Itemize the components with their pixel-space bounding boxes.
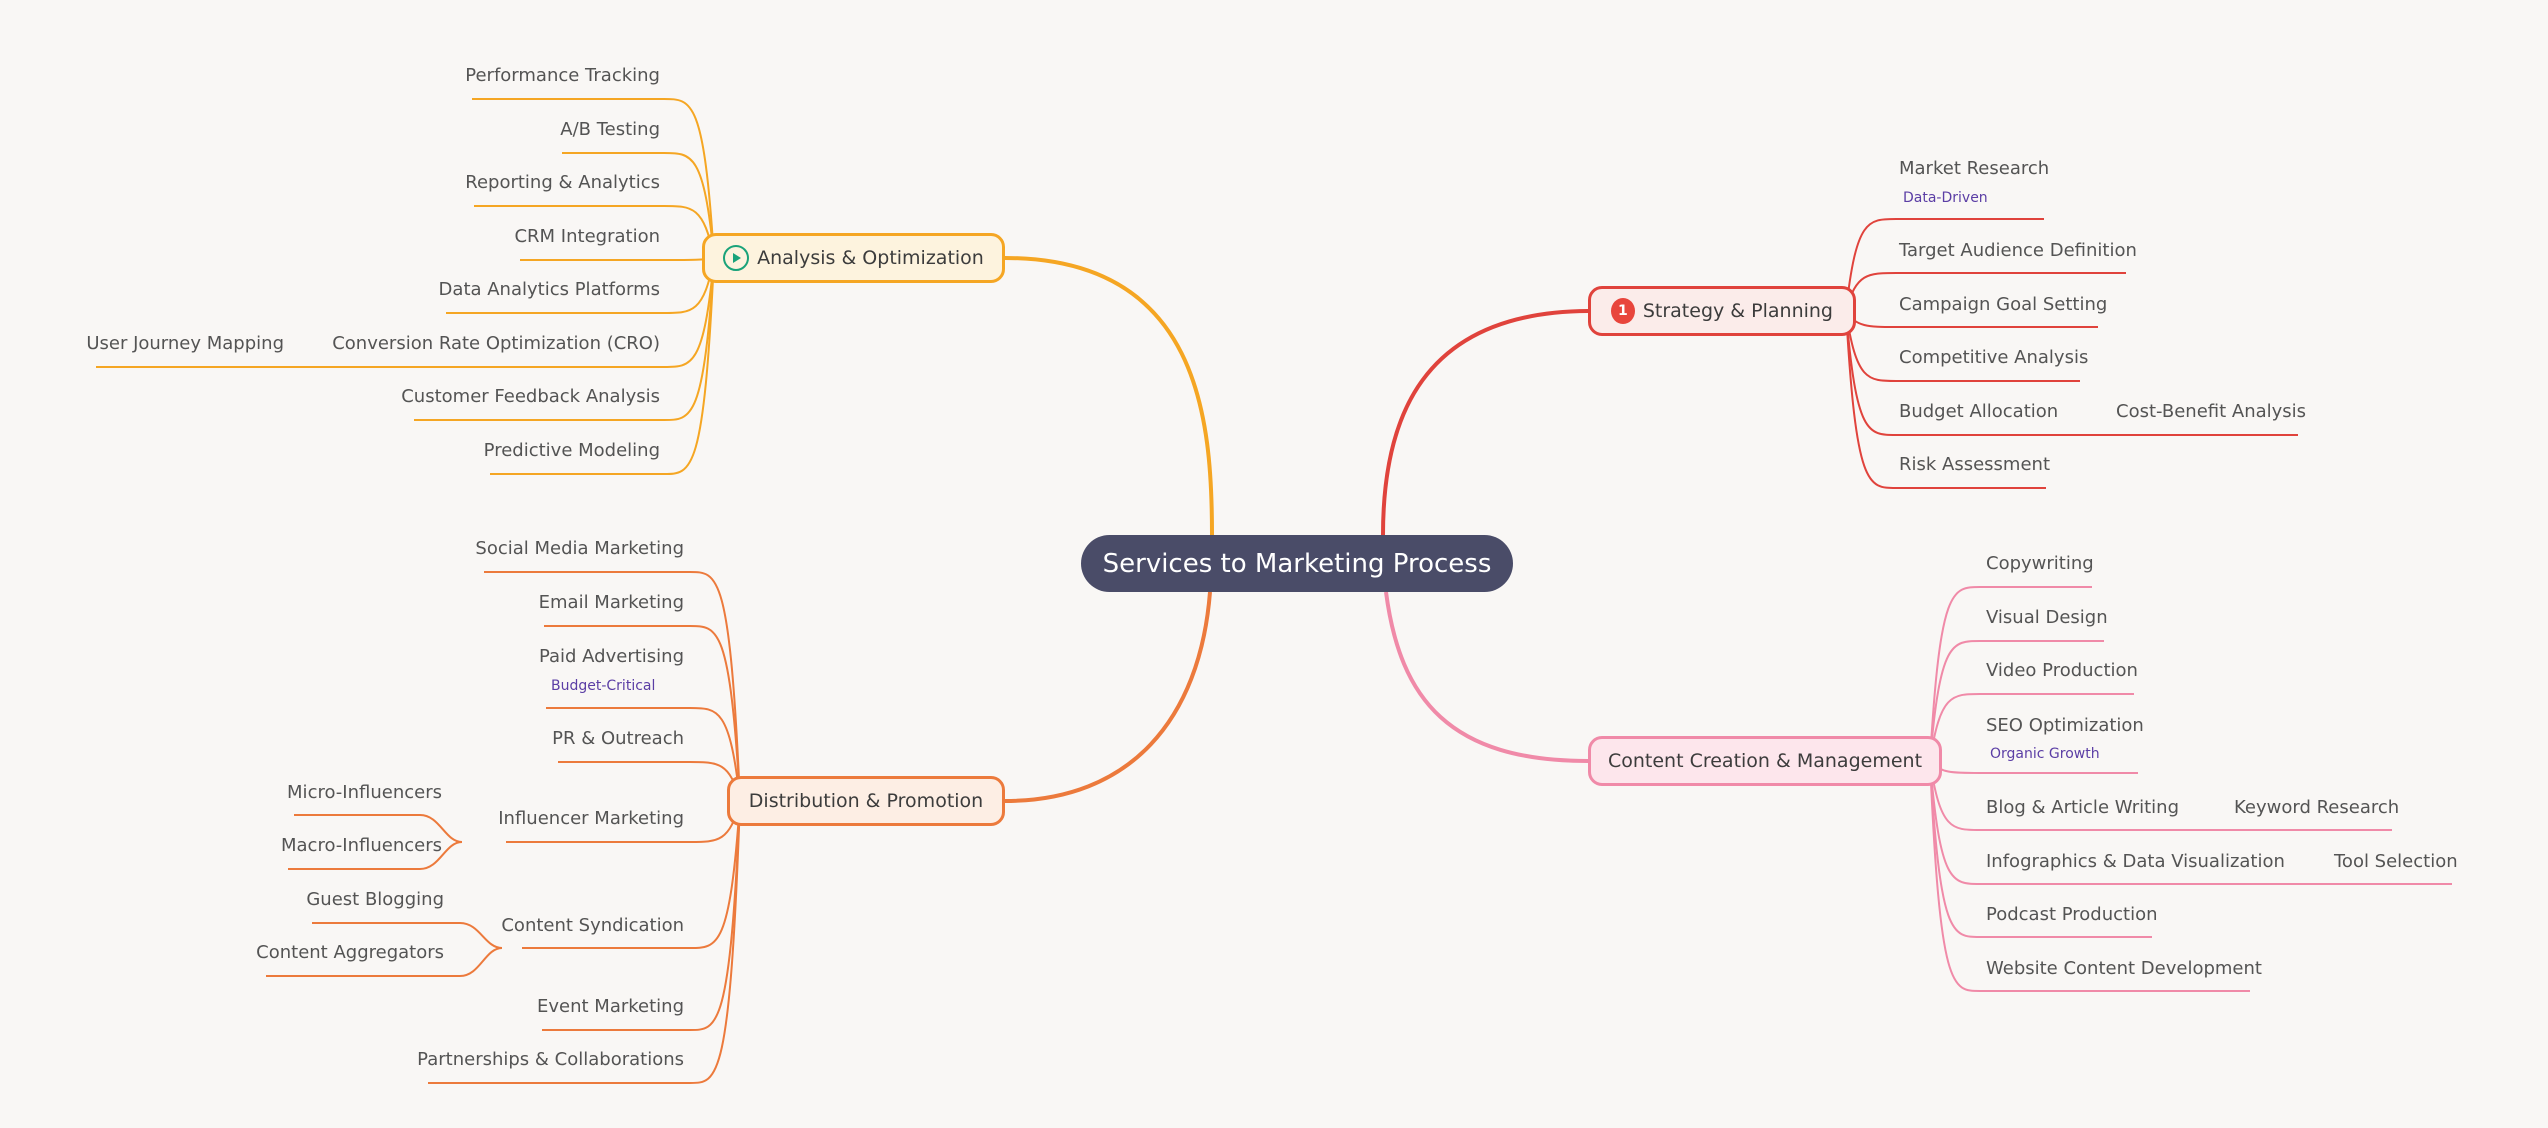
leaf-ab-testing[interactable]: A/B Testing [560, 119, 660, 140]
priority-badge-icon: 1 [1611, 298, 1635, 324]
link-content-1 [1929, 640, 2104, 762]
link-analysis-0 [472, 98, 715, 259]
leaf-podcast-production[interactable]: Podcast Production [1986, 904, 2158, 925]
leaf-email-marketing[interactable]: Email Marketing [538, 592, 684, 613]
branch-analysis-optimization[interactable]: Analysis & Optimization [702, 233, 1005, 283]
root-node[interactable]: Services to Marketing Process [1081, 535, 1513, 592]
leaf-macro-influencers[interactable]: Macro-Influencers [281, 835, 442, 856]
link-distribution-2 [546, 707, 741, 802]
link-content-7 [1929, 760, 2250, 992]
leaf-content-aggregators[interactable]: Content Aggregators [256, 942, 444, 963]
leaf-predictive-modeling[interactable]: Predictive Modeling [483, 440, 660, 461]
leaf-budget-allocation[interactable]: Budget Allocation [1899, 401, 2059, 422]
link-root-distribution [1004, 591, 1212, 803]
leaf-performance-tracking[interactable]: Performance Tracking [465, 65, 660, 86]
leaf-pr-outreach[interactable]: PR & Outreach [552, 728, 684, 749]
link-root-content [1384, 591, 1589, 763]
link-root-analysis [1004, 256, 1214, 536]
leaf-guest-blogging[interactable]: Guest Blogging [306, 889, 444, 910]
leaf-website-content[interactable]: Website Content Development [1986, 958, 2262, 979]
link-guest-blogging [312, 922, 503, 949]
link-micro-influencers [294, 814, 463, 843]
link-analysis-6 [414, 257, 715, 421]
branch-label: Strategy & Planning [1642, 300, 1833, 322]
leaf-content-syndication[interactable]: Content Syndication [501, 915, 684, 936]
leaf-seo-optimization[interactable]: SEO Optimization [1986, 715, 2144, 736]
leaf-infographics[interactable]: Infographics & Data Visualization [1986, 851, 2285, 872]
leaf-keyword-research[interactable]: Keyword Research [2234, 797, 2400, 818]
link-content-aggregators [266, 947, 503, 977]
link-analysis-3 [520, 257, 715, 261]
link-analysis-5 [96, 257, 715, 368]
link-distribution-7 [428, 800, 741, 1084]
link-content-0 [1929, 586, 2092, 762]
leaf-risk-assessment[interactable]: Risk Assessment [1899, 454, 2051, 475]
leaf-influencer-marketing[interactable]: Influencer Marketing [498, 808, 684, 829]
leaf-blog-writing[interactable]: Blog & Article Writing [1986, 797, 2180, 818]
leaf-micro-influencers[interactable]: Micro-Influencers [287, 782, 442, 803]
leaf-reporting-analytics[interactable]: Reporting & Analytics [465, 172, 660, 193]
link-content-5 [1929, 760, 2452, 885]
link-content-4 [1929, 760, 2392, 831]
link-strategy-0 [1845, 218, 2044, 312]
branch-label: Distribution & Promotion [748, 790, 984, 812]
leaf-video-production[interactable]: Video Production [1986, 660, 2138, 681]
branch-distribution-promotion[interactable]: Distribution & Promotion [727, 776, 1005, 826]
leaf-copywriting[interactable]: Copywriting [1986, 553, 2094, 574]
link-macro-influencers [288, 841, 463, 870]
link-strategy-4 [1845, 310, 2298, 436]
tag-organic-growth: Organic Growth [1990, 746, 2100, 762]
branch-label: Content Creation & Management [1607, 750, 1923, 772]
link-distribution-0 [484, 571, 741, 802]
link-analysis-7 [490, 257, 715, 475]
leaf-user-journey-mapping[interactable]: User Journey Mapping [86, 333, 284, 354]
root-label: Services to Marketing Process [1102, 548, 1492, 579]
tag-budget-critical: Budget-Critical [551, 678, 656, 694]
leaf-event-marketing[interactable]: Event Marketing [537, 996, 684, 1017]
leaf-partnerships[interactable]: Partnerships & Collaborations [417, 1049, 684, 1070]
leaf-cro[interactable]: Conversion Rate Optimization (CRO) [332, 333, 660, 354]
leaf-tool-selection[interactable]: Tool Selection [2334, 851, 2458, 872]
leaf-cost-benefit[interactable]: Cost-Benefit Analysis [2116, 401, 2307, 422]
leaf-paid-advertising[interactable]: Paid Advertising [538, 646, 684, 667]
link-root-strategy [1381, 309, 1589, 536]
branch-label: Analysis & Optimization [757, 247, 984, 269]
leaf-data-analytics-platforms[interactable]: Data Analytics Platforms [438, 279, 660, 300]
leaf-campaign-goal[interactable]: Campaign Goal Setting [1899, 294, 2108, 315]
link-analysis-1 [562, 152, 715, 259]
branch-strategy-planning[interactable]: 1 Strategy & Planning [1588, 286, 1856, 336]
link-strategy-5 [1845, 310, 2046, 489]
leaf-visual-design[interactable]: Visual Design [1986, 607, 2108, 628]
leaf-customer-feedback[interactable]: Customer Feedback Analysis [401, 386, 660, 407]
link-content-3 [1929, 760, 2138, 774]
branch-content-creation[interactable]: Content Creation & Management [1588, 736, 1942, 786]
leaf-market-research[interactable]: Market Research [1899, 158, 2050, 179]
link-strategy-3 [1845, 310, 2080, 382]
leaf-social-media[interactable]: Social Media Marketing [475, 538, 684, 559]
tag-data-driven: Data-Driven [1903, 190, 1988, 206]
leaf-crm-integration[interactable]: CRM Integration [514, 226, 660, 247]
leaf-competitive-analysis[interactable]: Competitive Analysis [1899, 347, 2089, 368]
link-distribution-1 [544, 625, 741, 802]
play-icon [723, 245, 750, 271]
link-distribution-3 [558, 761, 741, 802]
link-content-6 [1929, 760, 2152, 938]
leaf-target-audience[interactable]: Target Audience Definition [1899, 240, 2137, 261]
link-distribution-5 [522, 800, 741, 949]
